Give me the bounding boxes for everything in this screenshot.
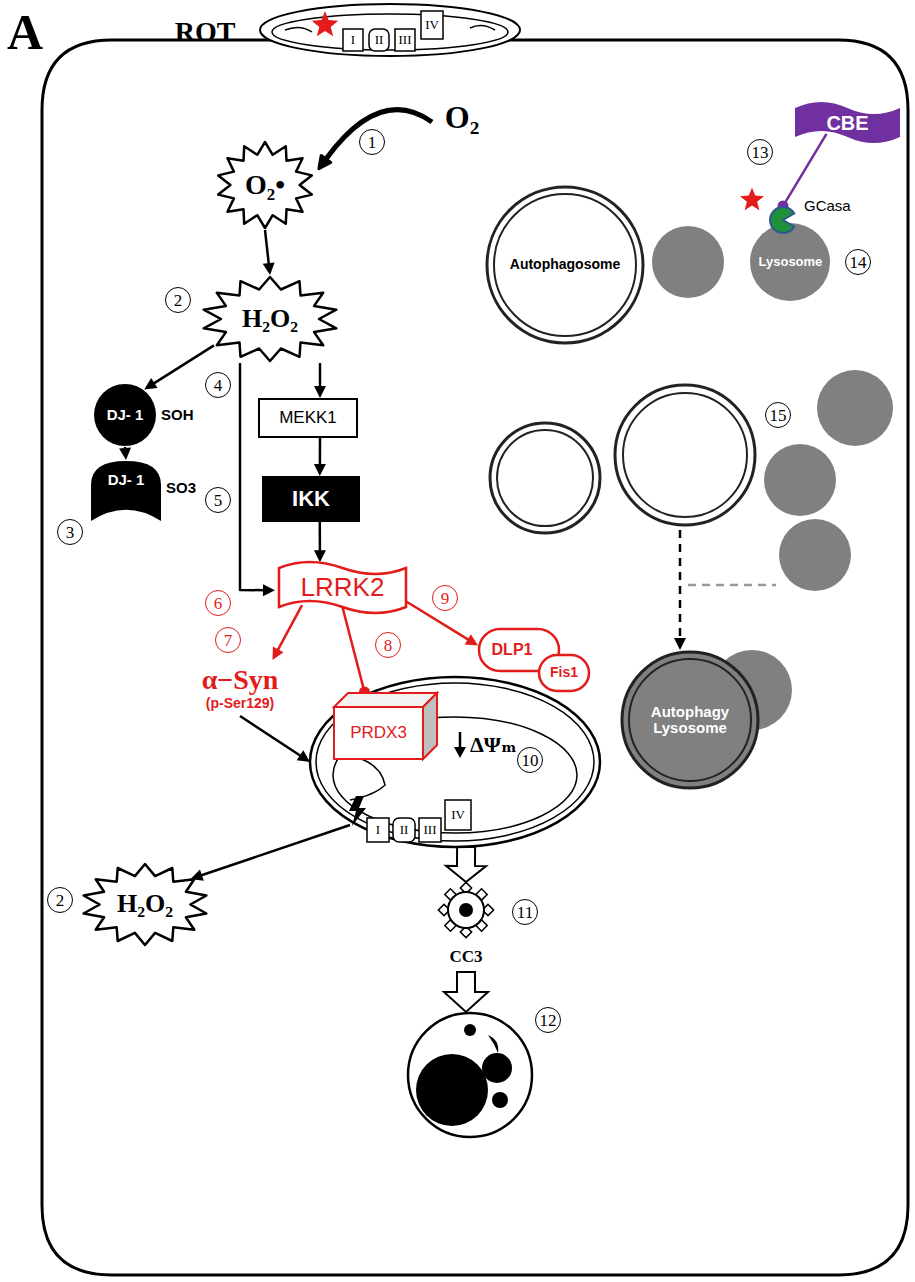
inhibitor-flag: CBE	[795, 100, 900, 145]
part-label: ROT	[175, 17, 236, 48]
inhibition-star	[312, 11, 339, 36]
callout-number: 8	[375, 632, 401, 658]
peroxiredoxin-box: PRDX3	[333, 692, 438, 760]
node-outline	[90, 460, 162, 522]
apoptotic-cell	[408, 1013, 532, 1137]
protein-label: α−Syn(p-Ser129)	[175, 660, 305, 716]
callout-number: 12	[535, 1007, 561, 1033]
node-text: Autophagosome	[510, 257, 620, 272]
node-text: LRRK2	[301, 573, 385, 602]
callout-number: 6	[205, 590, 231, 616]
connector	[314, 522, 326, 562]
node-text: IKK	[292, 487, 330, 511]
part-label: A	[7, 5, 43, 60]
kinase-box: IKK	[262, 476, 360, 522]
callout-number: 7	[215, 627, 241, 653]
node-text: Lysosome	[759, 255, 823, 269]
connector	[119, 447, 131, 460]
part-label: IV	[425, 18, 439, 32]
node-text: O₂•	[245, 170, 285, 201]
callout-number: 11	[512, 899, 538, 925]
dj1-sulfenic: DJ- 1SOH	[93, 383, 157, 447]
autophagosome-vesicles	[490, 385, 755, 533]
part-label: III	[424, 823, 437, 837]
node-text: Autophagy Lysosome	[640, 704, 740, 737]
connector	[191, 825, 351, 881]
callout-number: 14	[845, 249, 871, 275]
connector	[263, 230, 275, 275]
part-label: I	[376, 823, 380, 837]
part-label: II	[375, 33, 384, 47]
callout-number: 13	[747, 139, 773, 165]
enzyme-symbol: GCasa	[768, 206, 798, 234]
node-text: Fis1	[550, 665, 578, 680]
callout-number: 4	[205, 372, 231, 398]
callout-number: 15	[765, 402, 791, 428]
node-text: H₂O₂	[242, 305, 298, 334]
node-text: CC3	[449, 948, 482, 967]
node-text: α−Syn	[202, 665, 279, 696]
node-text: DJ- 1	[107, 407, 144, 424]
lysosome-circle: Lysosome	[749, 222, 831, 302]
fission-protein: Fis1	[538, 654, 590, 692]
node-text: (p-Ser129)	[206, 696, 274, 711]
part-label: O₂	[445, 100, 479, 135]
callout-number: 3	[57, 519, 83, 545]
part-label: I	[351, 33, 355, 47]
kinase-flag: LRRK2	[275, 560, 410, 615]
connector	[314, 438, 326, 476]
node-text: DJ- 1	[108, 472, 145, 489]
callout-number: 10	[517, 747, 543, 773]
cell-outline	[42, 40, 908, 1275]
node-outline	[768, 206, 798, 234]
autophagosome-circle: Autophagosome	[485, 185, 645, 345]
connector	[343, 607, 371, 697]
part-label: IV	[451, 808, 465, 822]
inhibition-star	[740, 187, 764, 210]
dj1-sulfonic: DJ- 1SO3	[90, 460, 162, 522]
peroxide-burst: H₂O₂	[200, 275, 340, 363]
connector	[314, 363, 326, 398]
reduction-arrow	[319, 110, 432, 169]
peroxide-burst: H₂O₂	[80, 862, 210, 947]
callout-number: 9	[432, 585, 458, 611]
node-text: SO3	[166, 480, 196, 497]
part-label: III	[399, 33, 412, 47]
connector	[144, 345, 214, 389]
potential-arrow	[459, 732, 462, 748]
callout-number: 2	[165, 287, 191, 313]
node-text: ΔΨₘ	[470, 733, 517, 757]
connector	[273, 605, 303, 660]
part-label: II	[400, 823, 409, 837]
node-text: H₂O₂	[117, 890, 173, 919]
node-text: CBE	[826, 112, 868, 134]
node-text: PRDX3	[350, 724, 407, 743]
apoptosis-arrow	[444, 972, 488, 1012]
node-text: SOH	[161, 407, 194, 424]
connector	[446, 847, 486, 882]
superoxide-burst: O₂•	[215, 140, 315, 230]
kinase-box: MEKK1	[258, 398, 358, 438]
fusion-arrow	[674, 530, 776, 650]
connector	[240, 716, 310, 762]
caspase-symbol: CC3	[435, 882, 497, 967]
autolysosome-circle: Autophagy Lysosome	[620, 650, 760, 790]
node-text: DLP1	[492, 641, 533, 659]
top-mitochondrion	[260, 4, 520, 56]
node-text: GCasa	[804, 198, 851, 215]
callout-number: 1	[359, 129, 385, 155]
callout-number: 2	[47, 887, 73, 913]
callout-number: 5	[205, 487, 231, 513]
node-text: MEKK1	[279, 409, 337, 428]
